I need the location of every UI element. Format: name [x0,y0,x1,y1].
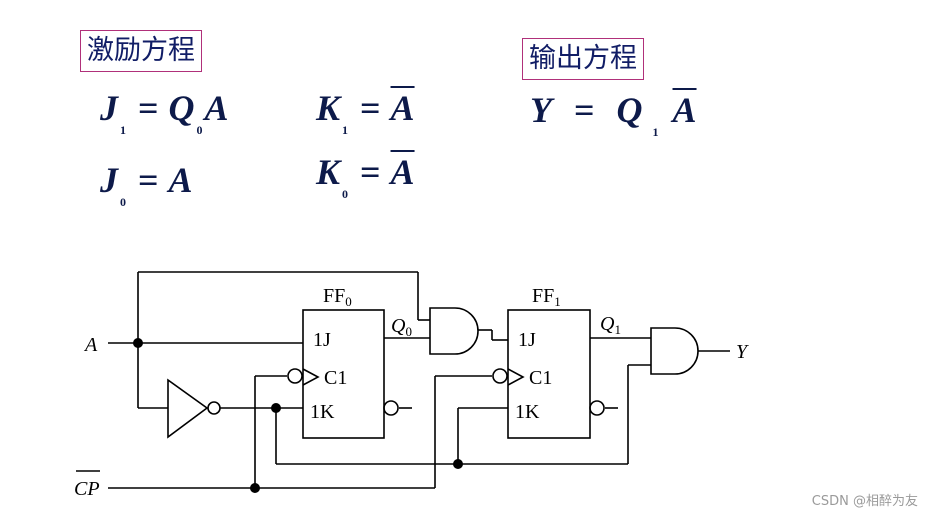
equation-j1: J1=Q0A [100,88,229,137]
inverter-bubble [207,401,221,415]
label-a: A [83,334,98,356]
junction-cp [250,483,260,493]
ff1-clock-triangle [507,368,525,386]
inverter-gate [167,378,209,439]
label-y: Y [736,341,749,363]
ff1-k-label: 1K [515,401,540,423]
equation-y: Y=Q1A [530,90,697,139]
excitation-heading: 激励方程 [80,30,202,72]
equation-j0: J0=A [100,160,193,209]
ff1-c-label: C1 [529,367,552,389]
junction-k1 [453,459,463,469]
equation-k1: K1=A [316,88,415,137]
and-gate-1 [429,307,479,355]
ff1-clock-bubble [492,368,508,384]
ff0-box [302,309,385,439]
label-cp: CP [74,478,100,500]
equation-k0: K0=A [316,152,415,201]
ff0-c-label: C1 [324,367,347,389]
ff0-qbar-bubble [383,400,399,416]
ff1-qbar-bubble [589,400,605,416]
junction-not-a [271,403,281,413]
ff0-clock-triangle [302,368,320,386]
output-heading: 输出方程 [522,38,644,80]
junction-a [133,338,143,348]
ff0-title: FF0 [323,285,352,309]
ff0-clock-bubble [287,368,303,384]
q0-label: Q0 [391,315,412,339]
and-gate-2 [650,327,699,375]
ff1-j-label: 1J [518,329,536,351]
ff0-k-label: 1K [310,401,335,423]
ff1-box [507,309,591,439]
q1-label: Q1 [600,313,621,337]
watermark: CSDN @相醉为友 [811,494,918,509]
ff1-title: FF1 [532,285,561,309]
ff0-j-label: 1J [313,329,331,351]
